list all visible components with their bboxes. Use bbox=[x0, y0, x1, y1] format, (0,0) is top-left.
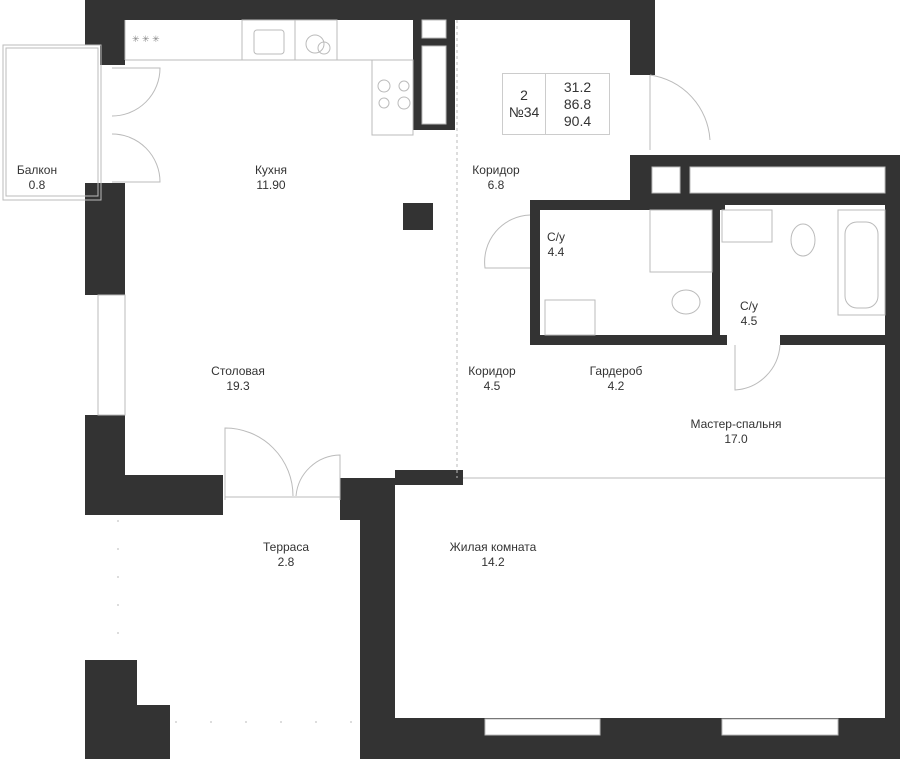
apartment-number: №34 bbox=[508, 104, 540, 120]
total-area: 86.8 bbox=[563, 95, 592, 112]
room-count: 2 bbox=[520, 87, 528, 103]
stove-stars: ✳ ✳ ✳ bbox=[132, 34, 160, 44]
wall-openings bbox=[97, 19, 886, 736]
apartment-info-box: 2 №34 31.2 86.8 90.4 bbox=[502, 73, 610, 135]
fixtures-and-doors bbox=[2, 19, 886, 723]
total-area-with-balcony: 90.4 bbox=[563, 112, 592, 129]
svg-text:✳ ✳ ✳: ✳ ✳ ✳ bbox=[132, 34, 160, 44]
living-area: 31.2 bbox=[563, 78, 592, 95]
